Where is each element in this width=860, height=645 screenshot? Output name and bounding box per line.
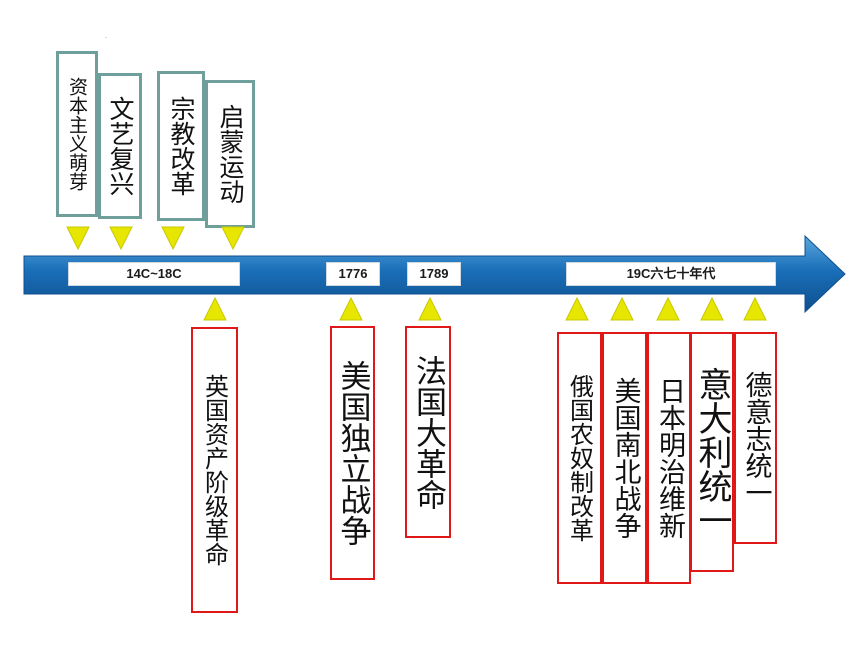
period-label-1776: 1776 [326,262,380,286]
event-box-meiji-restoration: 日本明治维新 [647,332,691,584]
marker-triangle [418,297,442,321]
marker-triangle [565,297,589,321]
event-box-american-independence: 美国独立战争 [330,326,375,580]
event-box-italian-unification: 意大利统一 [690,332,734,572]
event-box-english-revolution: 英国资产阶级革命 [191,327,238,613]
marker-triangle [221,226,245,250]
marker-triangle [203,297,227,321]
stray-dot: . [105,33,107,40]
event-box-capitalism-sprouts: 资本主义萌芽 [56,51,98,217]
marker-triangle [339,297,363,321]
marker-triangle [161,226,185,250]
event-box-enlightenment: 启蒙运动 [205,80,255,228]
event-box-reformation: 宗教改革 [157,71,205,221]
event-box-german-unification: 德意志统一 [734,332,777,544]
marker-triangle [656,297,680,321]
period-label-19c: 19C六七十年代 [566,262,776,286]
marker-triangle [109,226,133,250]
event-box-american-civil-war: 美国南北战争 [602,332,647,584]
period-label-14c-18c: 14C~18C [68,262,240,286]
marker-triangle [610,297,634,321]
event-box-renaissance: 文艺复兴 [98,73,142,219]
marker-triangle [700,297,724,321]
marker-triangle [66,226,90,250]
marker-triangle [743,297,767,321]
period-label-1789: 1789 [407,262,461,286]
event-box-french-revolution: 法国大革命 [405,326,451,538]
event-box-russian-serf-reform: 俄国农奴制改革 [557,332,602,584]
